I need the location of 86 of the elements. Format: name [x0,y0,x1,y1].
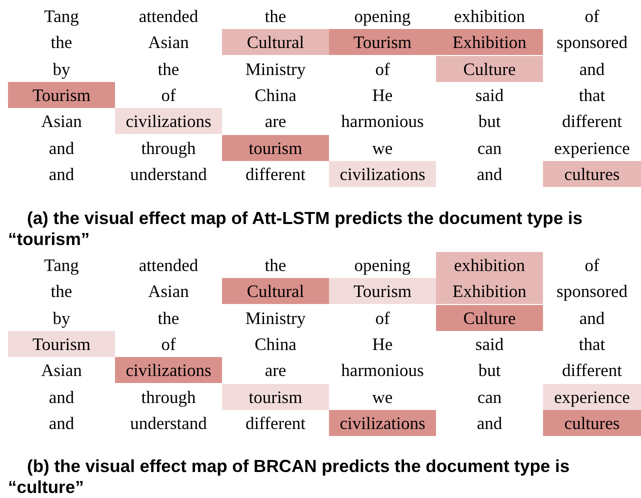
word: different [561,110,623,134]
word: and [48,412,76,435]
figure-caption: (a) the visual effect map of Att-LSTM predicts the document type is “tourism” [8,208,584,250]
word: the [264,254,288,277]
word: harmonious [340,110,425,134]
highlighted-word: cultures [543,160,641,187]
word: but [477,359,502,382]
word: Asian [40,110,83,134]
word: and [48,136,76,160]
highlighted-word: Cultural [222,278,329,304]
word: we [371,386,394,408]
word: sponsored [556,280,628,304]
word: the [50,31,74,54]
word: of [374,58,391,81]
word: different [561,359,623,382]
word: Asian [147,31,190,54]
word: we [371,136,394,160]
word: through [140,136,197,160]
highlighted-word: civilizations [115,108,222,134]
word: can [476,136,503,160]
word: and [476,412,504,435]
word: sponsored [556,31,628,54]
word: and [476,162,504,186]
word: the [156,306,180,330]
highlighted-word: Culture [436,56,543,82]
word: of [584,5,600,28]
word: said [474,84,505,107]
word: that [578,84,606,107]
word: by [52,306,72,330]
highlighted-word: Tourism [8,330,115,357]
word: the [156,58,180,81]
word: understand [129,412,208,435]
word: China [254,332,298,356]
word: and [48,162,76,186]
highlighted-word: exhibition [436,252,543,278]
word: different [244,412,306,435]
figure-caption: (b) the visual effect map of BRCAN predicts the document type is “culture” [8,456,571,498]
word: but [477,110,502,134]
word: are [264,359,288,382]
highlighted-word: Exhibition [436,29,543,56]
word: of [374,306,391,330]
highlighted-word: civilizations [329,410,436,436]
highlighted-word: cultures [543,410,641,436]
word: opening [353,5,412,28]
highlighted-word: Tourism [8,82,115,108]
word: by [52,58,72,81]
word: of [160,332,177,356]
word: are [264,110,288,134]
word: exhibition [453,5,526,28]
word: Ministry [244,306,307,330]
word: understand [129,162,208,186]
word: and [578,306,606,330]
word: through [140,386,197,409]
word: Asian [40,359,83,382]
word: Tang [43,5,80,28]
word: of [160,84,177,107]
word: different [244,162,306,186]
highlighted-word: experience [543,384,641,410]
highlighted-word: tourism [222,384,329,410]
highlighted-word: Exhibition [436,278,543,304]
word: China [254,84,298,107]
word: attended [138,5,200,28]
word: and [578,58,606,81]
word: the [50,280,74,304]
word: attended [138,254,200,277]
word: harmonious [340,359,425,382]
highlighted-word: civilizations [115,357,222,384]
word: He [371,84,394,107]
highlighted-word: tourism [222,134,329,160]
highlighted-word: Cultural [222,29,329,56]
highlighted-word: civilizations [329,160,436,187]
word: Ministry [244,58,307,81]
word: can [476,386,503,408]
word: the [264,5,288,28]
word: Asian [147,280,190,304]
word: He [371,332,394,356]
word: opening [353,254,412,277]
word: that [578,332,606,356]
word: said [474,332,505,356]
word: of [584,254,600,277]
highlighted-word: Culture [436,304,543,331]
word: and [48,386,76,408]
word: Tang [43,254,80,277]
highlighted-word: Tourism [329,29,436,56]
highlighted-word: Tourism [329,278,436,304]
word: experience [553,136,631,160]
